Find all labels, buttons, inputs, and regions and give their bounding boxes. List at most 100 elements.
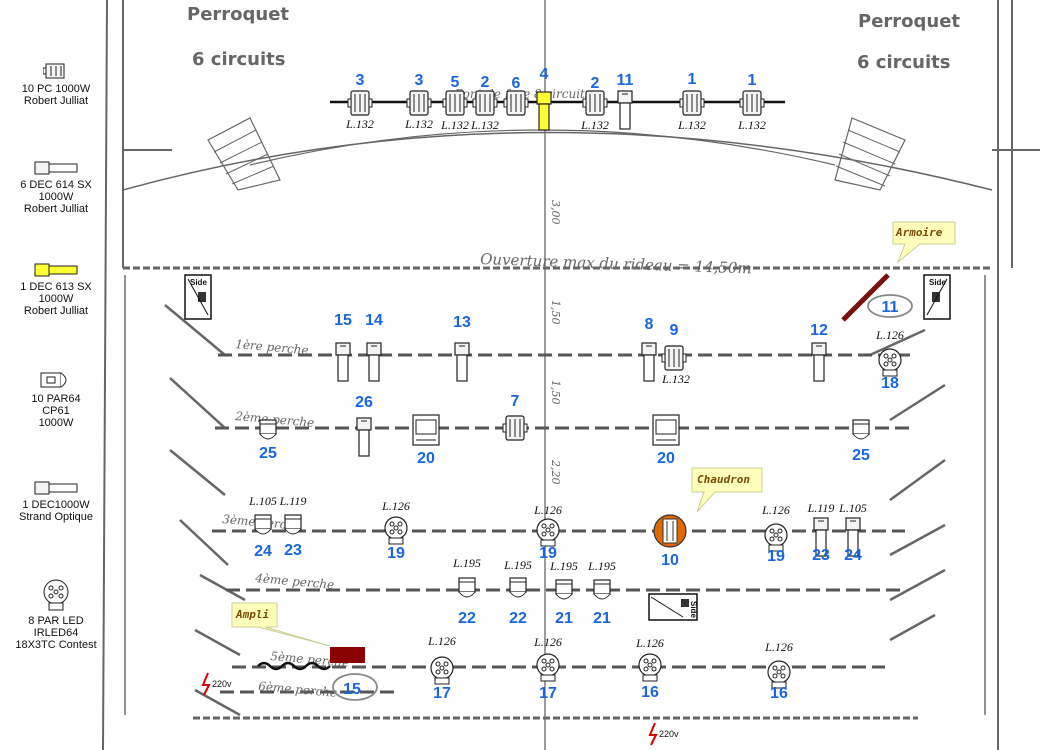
circuit-number: 19 [539, 545, 557, 562]
gel-label: L.126 [533, 503, 562, 517]
fixture-icon [641, 342, 657, 382]
legend-line: Robert Julliat [23, 305, 89, 317]
circuit-number: 17 [433, 685, 451, 702]
circuit-number: 11 [617, 72, 634, 89]
circuit-number: 21 [593, 610, 611, 627]
fixture-icon [739, 90, 765, 116]
fixture-icon [458, 577, 476, 598]
fixture-icon [767, 660, 791, 689]
speaker-label: Side [190, 278, 207, 287]
perche4-label: 4ème perche [254, 571, 335, 592]
circuit-number: 19 [387, 545, 405, 562]
fixture-icon [617, 90, 633, 130]
chaudron-label: Chaudron [697, 473, 750, 486]
gel-label: L.132 [661, 372, 690, 386]
fixture-icon [384, 516, 408, 545]
fixture-icon [638, 653, 662, 682]
chaudron-callout: Chaudron [691, 467, 763, 513]
legend-line: Robert Julliat [23, 203, 89, 215]
power-mark-bottom: 220v [648, 722, 679, 746]
perche2-fixture: 26 [355, 394, 373, 457]
perche5-label: 5ème perche [270, 649, 350, 670]
perche1-fixture: 18 L.126 [875, 328, 904, 392]
title-right-line2: 6 circuits [857, 52, 950, 73]
gel-label: L.132 [404, 117, 433, 131]
legend-line: 18X3TC Contest [15, 639, 97, 651]
power-label: 220v [659, 729, 679, 739]
power-mark-left: 220v [201, 672, 232, 696]
fixture-icon [503, 90, 529, 116]
ampli-label: Ampli [235, 608, 269, 621]
gel-label: L.119 [279, 494, 307, 508]
circuit-number: 5 [451, 74, 460, 91]
fixture-icon [536, 653, 560, 682]
gel-label: L.126 [764, 640, 793, 654]
front-bridge-fixture: 2L.132 [470, 74, 499, 132]
perche3-fixture: 19 L.126 [533, 503, 562, 562]
perche1-fixture: 8 [641, 316, 657, 382]
speaker-label: Side [689, 601, 698, 618]
gel-label: L.126 [875, 328, 904, 342]
perche1-fixture: 15 [334, 312, 352, 382]
circuit-number: 6 [512, 75, 521, 92]
fixture-icon [347, 90, 373, 116]
perche1-fixture: 12 [810, 322, 828, 382]
perche2-fixture: 7 [502, 393, 528, 441]
fixture-icon [661, 345, 687, 371]
legend-line: Strand Optique [19, 511, 93, 523]
profile-614-icon [6, 160, 106, 176]
circuit-number: 1 [688, 71, 697, 88]
fixture-icon [811, 342, 827, 382]
fixture-icon [442, 90, 468, 116]
perche3-fixture: 24L.105 [248, 494, 277, 560]
front-bridge-fixture: 1L.132 [677, 71, 706, 132]
fixture-icon [406, 90, 432, 116]
circuit-number: 23 [284, 542, 302, 559]
front-bridge-fixture: 3L.132 [404, 72, 433, 131]
perche1-fixture: 13 [453, 314, 471, 382]
perche5-fixture: 16L.126 [764, 640, 793, 702]
ampli-cable [257, 661, 331, 671]
fixture-icon [536, 91, 552, 131]
gel-label: L.126 [761, 503, 790, 517]
fixture-icon [356, 417, 372, 457]
perche1-fixture: 9L.132 [661, 322, 690, 386]
fixture-icon [259, 419, 277, 440]
circuit-number: 26 [355, 394, 373, 411]
gel-label: L.126 [635, 636, 664, 650]
fixture-icon [509, 577, 527, 598]
gel-label: L.195 [452, 556, 481, 570]
front-bridge-fixture: 11 [617, 72, 634, 130]
perche1-fixture: 14 [365, 312, 383, 382]
perche3-fixture: 19L.126 [761, 503, 790, 565]
legend-line: 1000W [38, 293, 74, 305]
fixture-icon [335, 342, 351, 382]
legend-line: CP61 [42, 405, 70, 417]
fixture-icon [582, 90, 608, 116]
circuit-number: 8 [645, 316, 654, 333]
circuit-number: 14 [365, 312, 383, 329]
legend-line: 1000W [38, 191, 74, 203]
circuit-number: 18 [881, 375, 899, 392]
gel-label: L.126 [533, 635, 562, 649]
front-bridge-fixture: 6 [503, 75, 529, 116]
title-left-line1: Perroquet [187, 4, 289, 25]
gel-label: L.105 [838, 501, 867, 515]
svg-text:11: 11 [882, 299, 899, 316]
armoire-bar [841, 273, 890, 322]
legend-line: 10 PAR64 [31, 393, 81, 405]
front-bridge-fixture: 2L.132 [580, 75, 609, 132]
ampli-callout: Ampli [231, 602, 331, 647]
circuit-number: 21 [555, 610, 573, 627]
legend-line: 10 PC 1000W [21, 83, 91, 95]
perche4-fixture: 22L.195 [452, 556, 481, 627]
power-label: 220v [212, 679, 232, 689]
fixture-icon [652, 414, 680, 446]
gel-label: L.195 [587, 559, 616, 573]
perche1-label: 1ère perche [235, 337, 309, 357]
